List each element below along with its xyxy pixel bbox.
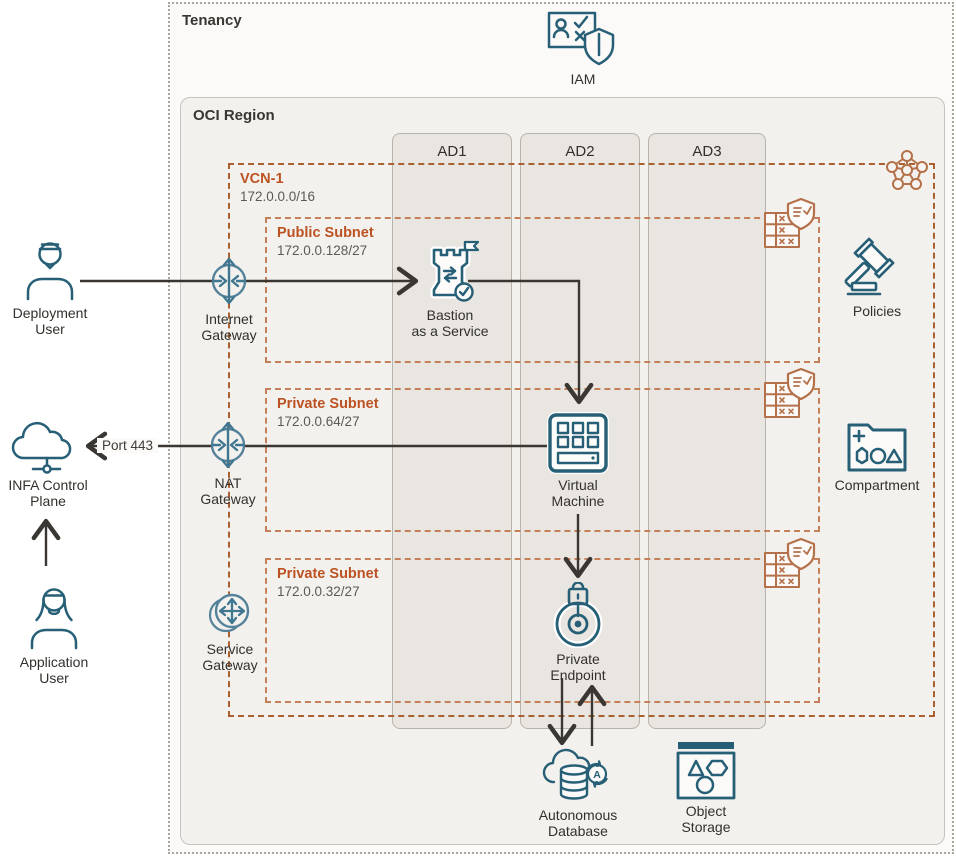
vcn-network-icon (886, 150, 928, 190)
infa-cloud-icon (11, 421, 72, 474)
private-subnet-2-boundary: Private Subnet 172.0.0.32/27 (265, 558, 820, 703)
nat-gateway-label: NAT Gateway (200, 475, 256, 507)
policies-icon (844, 237, 895, 296)
private-endpoint-icon (553, 582, 603, 648)
private-subnet-2-cidr: 172.0.0.32/27 (277, 584, 360, 599)
oci-region-title: OCI Region (193, 107, 275, 124)
compartment-label: Compartment (834, 477, 920, 493)
node-autonomous-database: A Autonomous Database (518, 744, 638, 839)
service-gateway-icon (208, 593, 250, 633)
virtual-machine-label: Virtual Machine (551, 477, 605, 509)
node-object-storage: Object Storage (656, 740, 756, 835)
application-user-label: Application User (19, 654, 89, 686)
public-subnet-boundary: Public Subnet 172.0.0.128/27 (265, 217, 820, 363)
node-service-gateway: Service Gateway (184, 588, 276, 673)
security-list-badge-private-subnet-2 (763, 536, 817, 595)
public-subnet-cidr: 172.0.0.128/27 (277, 243, 368, 258)
internet-gateway-label: Internet Gateway (201, 311, 257, 343)
security-list-icon (764, 537, 816, 588)
security-list-icon (764, 367, 816, 418)
virtual-machine-icon (547, 412, 609, 474)
public-subnet-name: Public Subnet (277, 225, 374, 241)
iam-icon (547, 11, 615, 66)
security-list-icon (764, 197, 816, 248)
tenancy-title: Tenancy (182, 12, 242, 29)
port-443-label: Port 443 (97, 438, 159, 453)
infa-control-plane-label: INFA Control Plane (8, 477, 88, 509)
node-nat-gateway: NAT Gateway (183, 418, 273, 507)
internet-gateway-icon (211, 257, 247, 305)
object-storage-icon (676, 742, 736, 800)
deployment-user-label: Deployment User (12, 305, 88, 337)
compartment-icon (847, 423, 907, 472)
object-storage-label: Object Storage (681, 803, 731, 835)
ad3-column: AD3 (648, 133, 766, 729)
vcn-cidr: 172.0.0.0/16 (240, 189, 316, 204)
autonomous-database-icon: A (542, 748, 608, 800)
ad2-label: AD2 (565, 143, 595, 160)
node-private-endpoint: Private Endpoint (528, 582, 628, 683)
vcn-name: VCN-1 (240, 171, 284, 187)
node-virtual-machine: Virtual Machine (528, 412, 628, 509)
node-internet-gateway: Internet Gateway (184, 254, 274, 343)
node-application-user: Application User (6, 581, 102, 686)
application-user-icon (30, 588, 78, 650)
iam-label: IAM (570, 71, 596, 87)
vcn-badge (884, 148, 930, 197)
security-list-badge-private-subnet-1 (763, 366, 817, 425)
node-infa-control-plane: INFA Control Plane (0, 416, 96, 509)
node-policies: Policies (827, 236, 927, 319)
node-deployment-user: Deployment User (2, 236, 98, 337)
ad3-label: AD3 (692, 143, 722, 160)
svg-text:A: A (593, 769, 601, 781)
private-subnet-2-name: Private Subnet (277, 566, 379, 582)
nat-gateway-icon (210, 421, 246, 469)
service-gateway-label: Service Gateway (202, 641, 258, 673)
bastion-icon (430, 240, 480, 302)
deployment-user-icon (26, 242, 74, 301)
node-bastion: Bastion as a Service (395, 240, 505, 339)
ad1-column: AD1 (392, 133, 512, 729)
ad1-label: AD1 (437, 143, 467, 160)
policies-label: Policies (852, 303, 902, 319)
node-compartment: Compartment (817, 420, 937, 493)
private-subnet-1-name: Private Subnet (277, 396, 379, 412)
security-list-badge-public-subnet (763, 196, 817, 255)
node-iam: IAM (538, 4, 628, 87)
private-endpoint-label: Private Endpoint (550, 651, 606, 683)
bastion-label: Bastion as a Service (411, 307, 489, 339)
autonomous-database-label: Autonomous Database (538, 807, 618, 839)
private-subnet-1-cidr: 172.0.0.64/27 (277, 414, 360, 429)
